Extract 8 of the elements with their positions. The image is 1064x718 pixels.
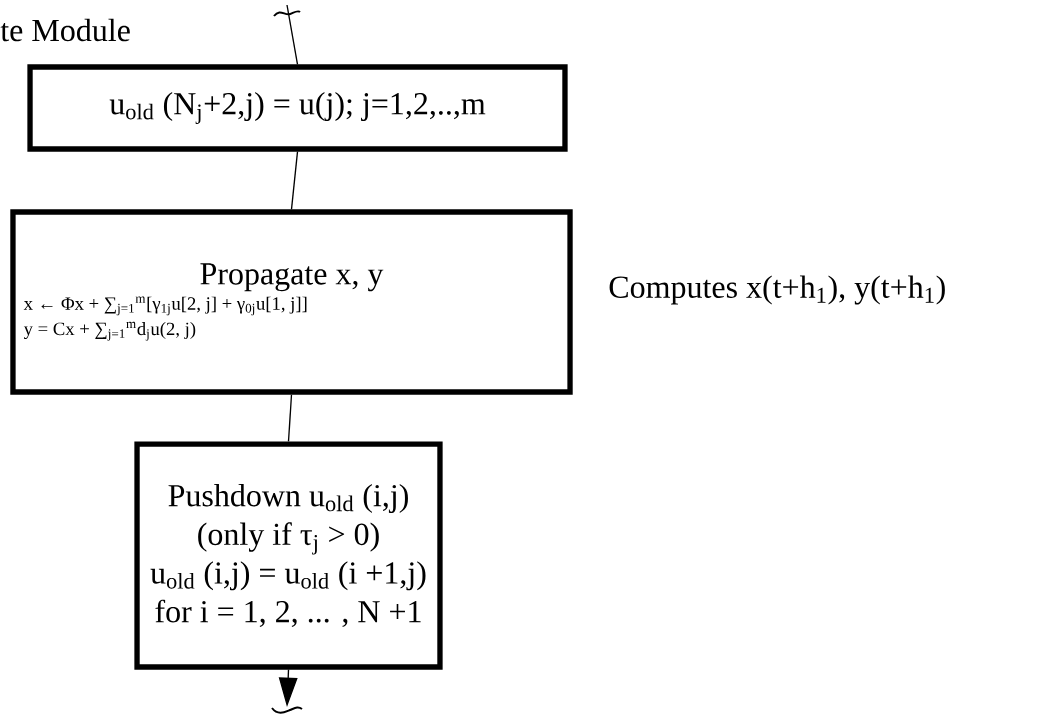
side-note: Computes x(t+h$_{1}$), y(t+h$_{1}$)	[609, 275, 945, 305]
connector	[286, 4, 299, 65]
connector	[287, 394, 293, 443]
process-box: u$_{old}$ (N$_{j}$+2,j) = u(j); j=1,2,..,m	[27, 64, 568, 152]
process-box: Propagate x, y x ← Φx + ∑$_{j=1}$$^{m}$[γ$_{1j}$u[2, j] + γ$_{0j}$u[1, j]] y = Cx + ∑$_{j=1}$$^{m}$d$_{j}$u(2, j)	[10, 209, 573, 395]
process-box: Pushdown u$_{old}$ (i,j) (only if τ$_{j}$ > 0) u$_{old}$ (i,j) = u$_{old}$ (i +1,j) for i = 1, 2, ... , N +1	[134, 441, 443, 670]
connector	[290, 151, 299, 210]
heading: te Module	[0, 18, 130, 42]
